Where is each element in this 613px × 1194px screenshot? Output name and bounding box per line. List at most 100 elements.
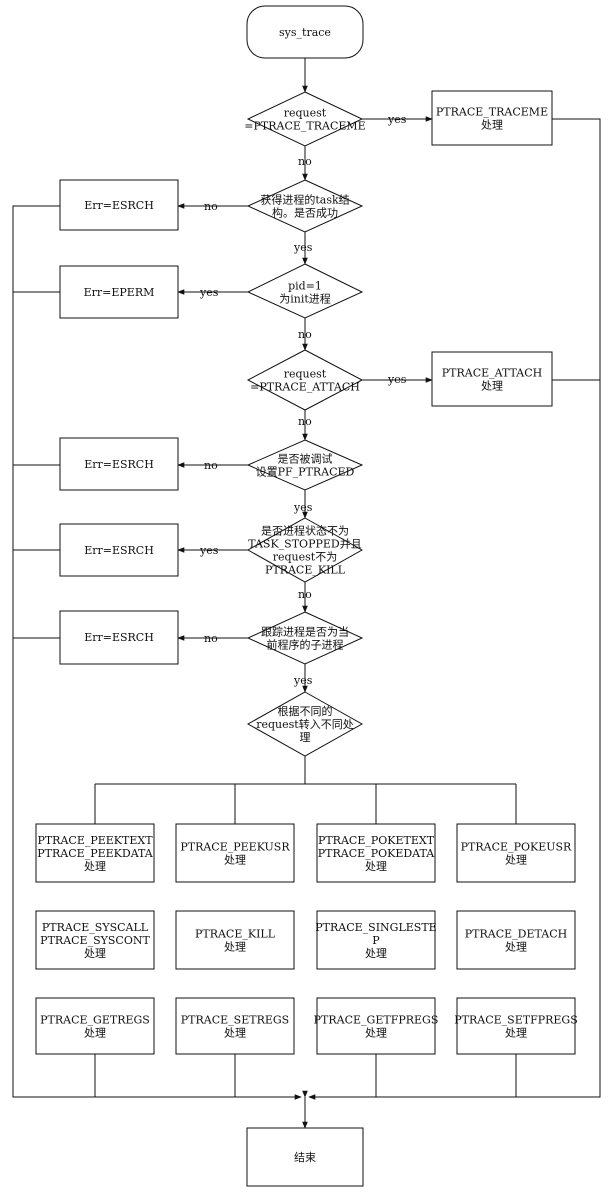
error-box-init <box>59 265 179 319</box>
node-texts: sys_trace request=PTRACE_TRACEME PTRACE_… <box>37 26 577 1164</box>
node-text-line: 理 <box>300 731 311 744</box>
decision-task <box>246 179 364 233</box>
error-box-task <box>59 179 179 231</box>
handler-detach <box>456 910 576 970</box>
node-text-line: =PTRACE_ATTACH <box>250 381 360 394</box>
process-attach <box>431 351 553 407</box>
node-text-line: pid=1 <box>288 280 322 293</box>
error-box-child <box>59 610 179 665</box>
decision-attach-label: request=PTRACE_ATTACH <box>250 368 360 394</box>
node-text-line: P <box>372 934 380 947</box>
node-text-line: PTRACE_GETREGS <box>40 1014 150 1027</box>
node-text-line: PTRACE_POKETEXT <box>318 834 435 847</box>
return-line-traceme <box>308 118 601 1100</box>
edge-label-traceme-no: no <box>298 155 312 168</box>
node-text-line: PTRACE_KILL <box>265 564 346 577</box>
edge-label-task-yes: yes <box>293 241 313 254</box>
edge-label-task-no: no <box>204 200 218 213</box>
node-text-line: 跟踪进程是否为当 <box>261 625 349 639</box>
edge-label-stopped-no: no <box>298 588 312 601</box>
node-text-line: 处理 <box>84 947 106 960</box>
node-text-line: 处理 <box>481 119 503 132</box>
node-text-line: 设置PF_PTRACED <box>256 466 355 479</box>
error-task-label: Err=ESRCH <box>84 199 154 212</box>
decision-traced <box>246 439 364 491</box>
error-box-stopped <box>59 523 179 577</box>
error-stopped-label: Err=ESRCH <box>84 544 154 557</box>
node-text-line: PTRACE_SINGLESTE <box>315 921 436 934</box>
node-text-line: 处理 <box>84 1027 106 1040</box>
edge-label-traceme-yes: yes <box>387 113 407 126</box>
node-text-line: 处理 <box>481 380 503 393</box>
shapes <box>35 5 576 1187</box>
node-text-line: PTRACE_PEEKTEXT <box>37 834 153 847</box>
edge-label-child-no: no <box>204 632 218 645</box>
node-text-line: PTRACE_SYSCALL <box>42 921 149 934</box>
handler-getregs <box>35 997 155 1055</box>
handler-syscall <box>35 910 155 970</box>
edge-label-init-yes: yes <box>199 286 219 299</box>
edge-label-child-yes: yes <box>293 674 313 687</box>
node-text-line: PTRACE_SETFPREGS <box>454 1014 577 1027</box>
node-text-line: 处理 <box>505 854 527 867</box>
node-text-line: Err=EPERM <box>84 286 155 299</box>
node-text-line: request <box>284 107 327 120</box>
node-text-line: PTRACE_ATTACH <box>442 367 542 380</box>
node-text-line: request不为 <box>273 551 337 564</box>
node-text-line: Err=ESRCH <box>84 544 154 557</box>
node-text-line: PTRACE_SETREGS <box>181 1014 289 1027</box>
handler-pokeusr <box>456 823 576 883</box>
error-traced-label: Err=ESRCH <box>84 458 154 471</box>
node-text-line: 处理 <box>505 1027 527 1040</box>
handler-singlestep <box>316 910 436 970</box>
decision-traced-label: 是否被调试设置PF_PTRACED <box>256 453 355 479</box>
handler-getfpregs <box>316 997 436 1055</box>
node-text-line: Err=ESRCH <box>84 458 154 471</box>
edge-label-traced-yes: yes <box>293 501 313 514</box>
node-text-line: 结束 <box>294 1151 316 1164</box>
node-text-line: PTRACE_POKEUSR <box>461 841 572 854</box>
node-text-line: PTRACE_KILL <box>195 928 276 941</box>
decision-child <box>246 611 364 665</box>
error-child-label: Err=ESRCH <box>84 631 154 644</box>
node-text-line: PTRACE_TRACEME <box>436 106 548 119</box>
node-text-line: 处理 <box>84 860 106 873</box>
end-box <box>246 1127 364 1187</box>
handler-peektext <box>35 823 155 883</box>
start-terminator <box>246 5 364 59</box>
node-text-line: 是否进程状态不为 <box>261 524 349 538</box>
decision-stopped <box>246 517 364 583</box>
node-text-line: 处理 <box>505 941 527 954</box>
decision-init <box>246 263 364 319</box>
node-text-line: 是否被调试 <box>278 453 333 466</box>
node-text-line: TASK_STOPPED并且 <box>248 537 361 551</box>
node-text-line: 获得进程的task结 <box>260 193 349 207</box>
edge-label-traced-no: no <box>204 459 218 472</box>
error-box-traced <box>59 437 179 491</box>
node-text-line: 构。是否成功 <box>272 206 338 220</box>
end-label: 结束 <box>294 1151 316 1164</box>
node-text-line: 处理 <box>365 860 387 873</box>
process-traceme <box>431 90 553 146</box>
node-text-line: 为init进程 <box>279 293 331 306</box>
return-line-errors <box>12 205 302 1100</box>
node-text-line: Err=ESRCH <box>84 631 154 644</box>
decision-attach <box>246 349 364 411</box>
node-text-line: 前程序的子进程 <box>267 638 344 652</box>
decision-traceme <box>246 91 364 147</box>
node-text-line: request转入不同处 <box>256 717 353 731</box>
